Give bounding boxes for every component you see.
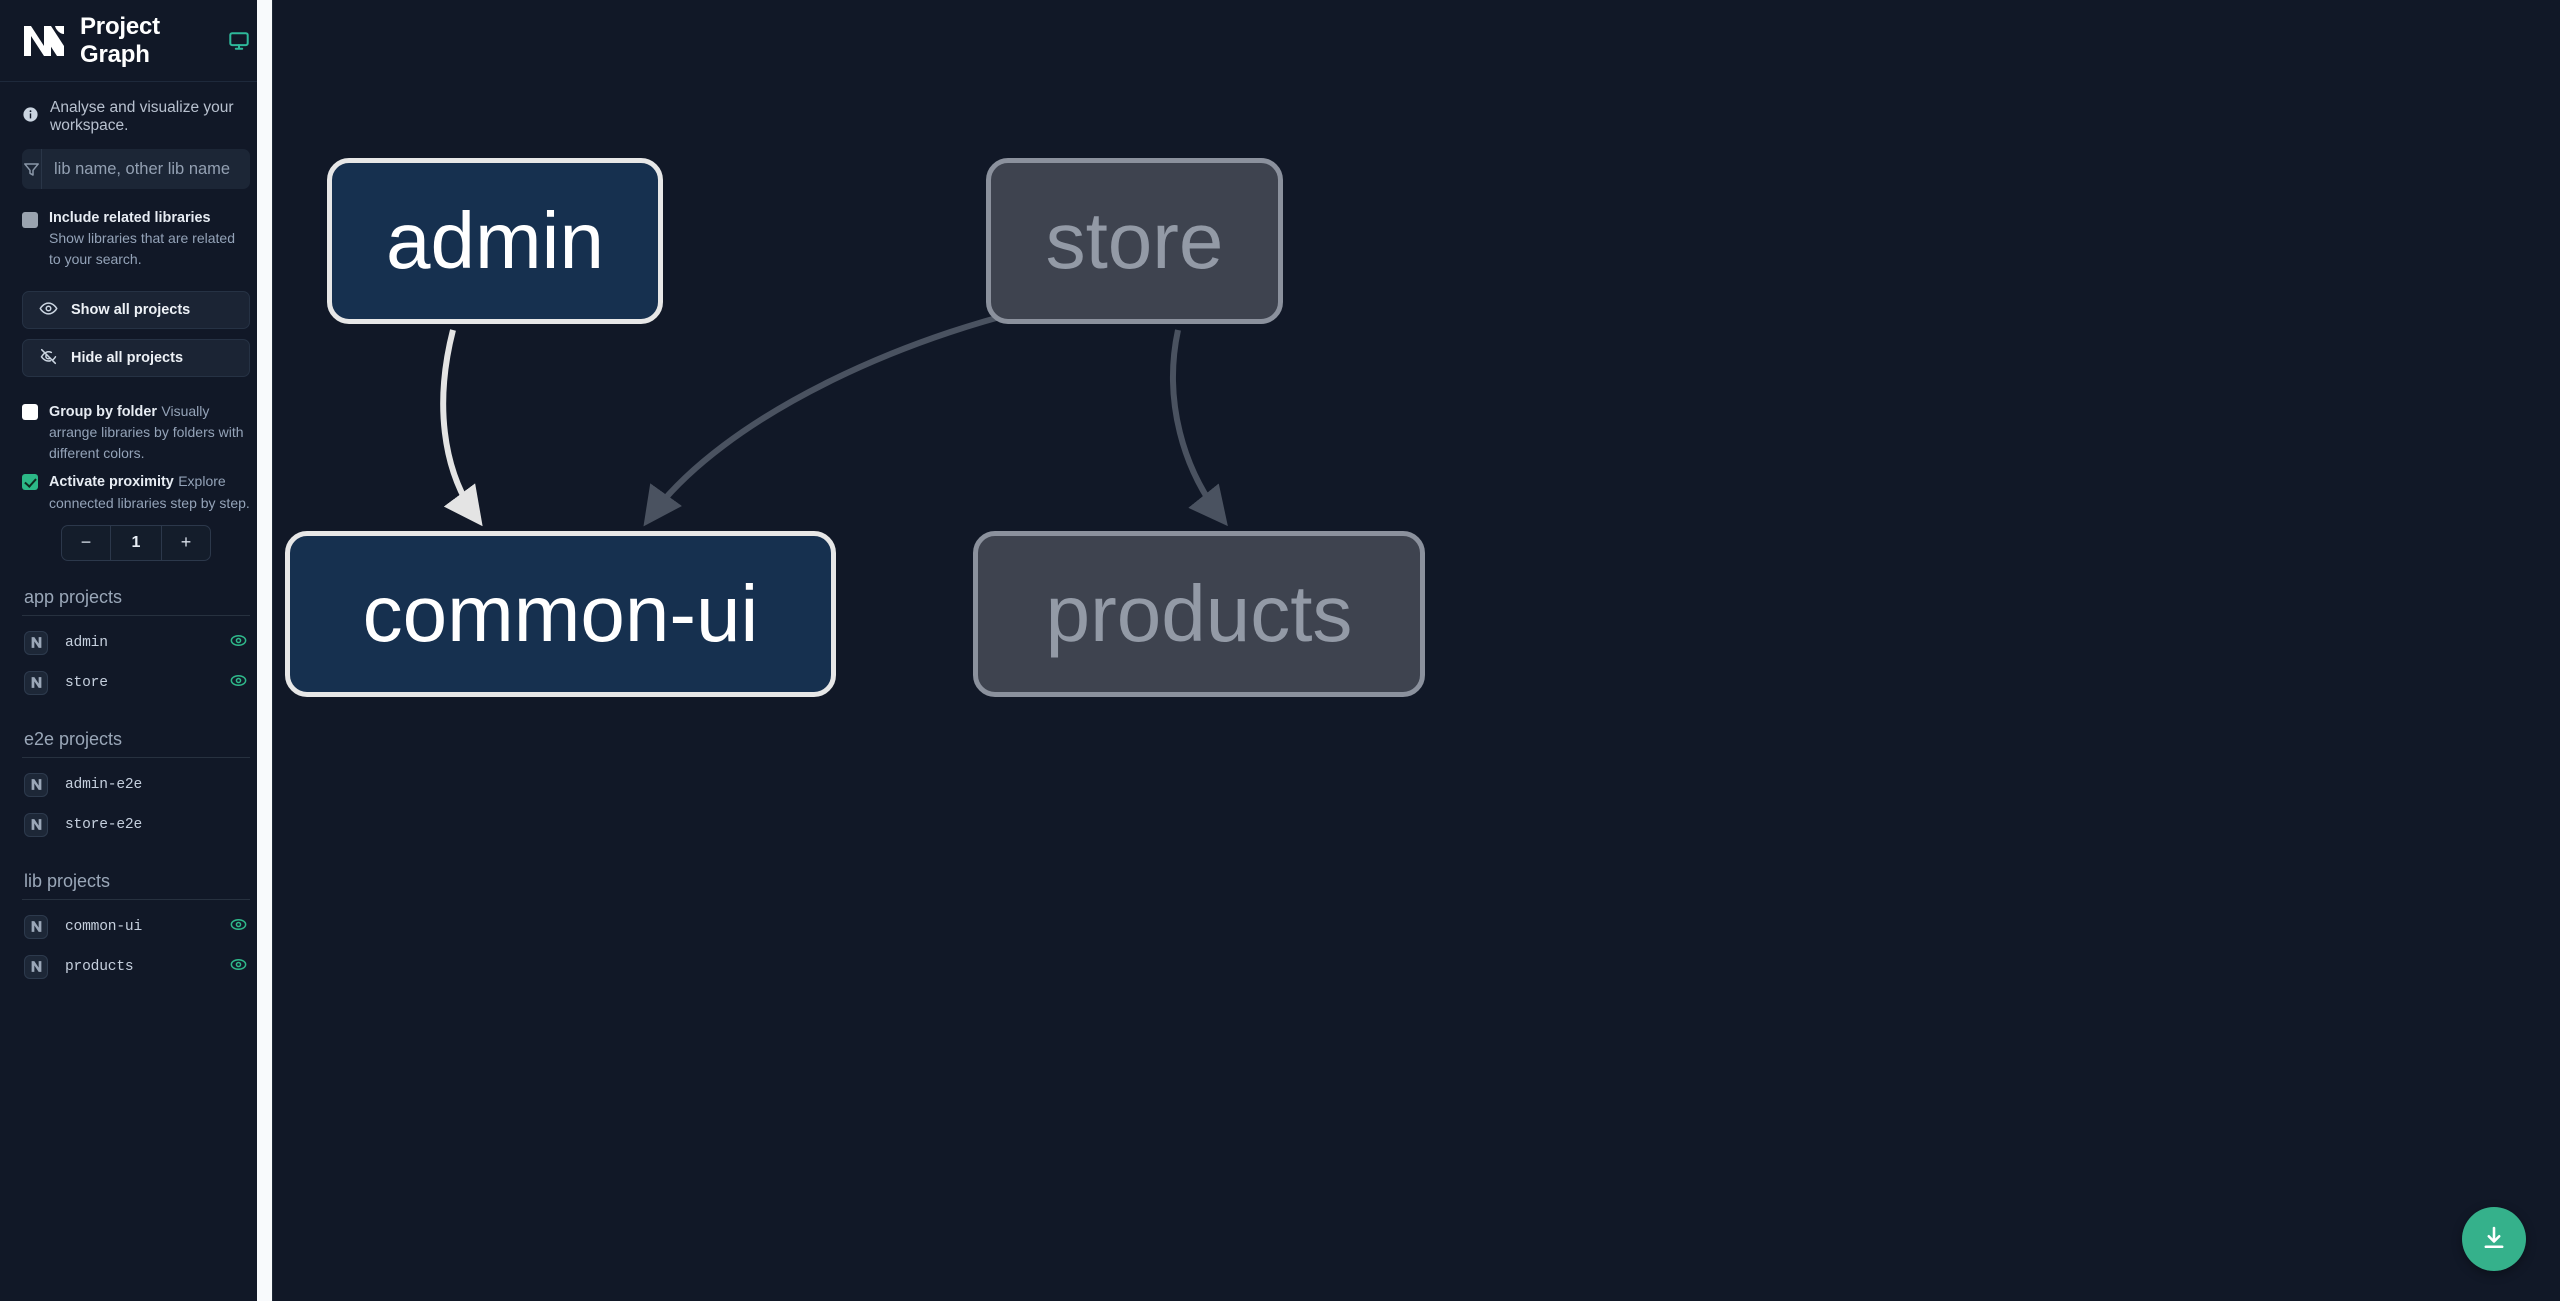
proximity-increment-button[interactable]: +	[162, 526, 210, 560]
search-filter-box	[22, 149, 250, 189]
eye-icon[interactable]	[229, 915, 248, 939]
project-group-app: app projects admin	[22, 587, 250, 703]
graph-node-label: common-ui	[362, 569, 759, 658]
graph-node-admin[interactable]: admin	[327, 158, 663, 324]
group-title: e2e projects	[24, 728, 123, 749]
activate-proximity-checkbox[interactable]	[22, 474, 38, 491]
project-row-store-e2e[interactable]: store-e2e	[22, 805, 250, 845]
project-row-products[interactable]: products	[22, 947, 250, 987]
graph-canvas[interactable]: admin store common-ui products	[273, 0, 2560, 1301]
divider	[22, 614, 250, 616]
option-label: Include related libraries	[49, 210, 211, 226]
page-title: Project Graph	[80, 12, 160, 68]
nx-project-icon	[24, 954, 48, 979]
project-row-store[interactable]: store	[22, 663, 250, 703]
option-activate-proximity[interactable]: Activate proximity Explore connected lib…	[22, 471, 250, 513]
edge-store-to-common-ui	[643, 297, 1074, 527]
divider	[22, 756, 250, 758]
eye-icon[interactable]	[229, 631, 248, 655]
proximity-value: 1	[110, 525, 162, 560]
nx-project-icon	[24, 630, 48, 655]
project-name: store-e2e	[65, 816, 143, 833]
option-description: Show libraries that are related to your …	[49, 230, 235, 267]
group-title: lib projects	[24, 870, 111, 891]
sidebar-body: Include related libraries Show libraries…	[0, 149, 272, 987]
hide-all-projects-button[interactable]: Hide all projects	[22, 339, 250, 378]
project-group-e2e: e2e projects admin-e2e	[22, 729, 250, 845]
project-name: admin-e2e	[65, 776, 143, 793]
search-input[interactable]	[42, 149, 250, 189]
project-name: store	[65, 674, 108, 691]
proximity-stepper: − 1 +	[22, 524, 250, 561]
nx-project-icon	[24, 670, 48, 695]
monitor-icon[interactable]	[228, 30, 250, 52]
edge-admin-to-common-ui	[440, 329, 483, 527]
sidebar-header: Project Graph	[0, 0, 272, 82]
project-row-admin[interactable]: admin	[22, 623, 250, 663]
show-all-projects-button[interactable]: Show all projects	[22, 291, 250, 330]
show-all-projects-label: Show all projects	[71, 302, 191, 319]
graph-node-common-ui[interactable]: common-ui	[285, 531, 836, 697]
include-related-libraries-checkbox[interactable]	[22, 212, 38, 228]
eye-icon[interactable]	[229, 671, 248, 695]
filter-funnel-icon	[22, 149, 42, 189]
nx-project-icon	[24, 812, 48, 837]
graph-node-label: store	[1045, 196, 1224, 285]
eye-icon[interactable]	[229, 955, 248, 979]
option-label: Activate proximity	[49, 474, 174, 491]
project-name: common-ui	[65, 918, 143, 935]
option-include-related-libraries[interactable]: Include related libraries Show libraries…	[22, 209, 250, 269]
download-graph-button[interactable]	[2462, 1207, 2526, 1271]
graph-node-store[interactable]: store	[986, 158, 1283, 324]
eye-off-icon	[39, 347, 58, 370]
hide-all-projects-label: Hide all projects	[71, 350, 184, 367]
project-row-admin-e2e[interactable]: admin-e2e	[22, 765, 250, 805]
graph-node-products[interactable]: products	[973, 531, 1425, 697]
option-group-by-folder[interactable]: Group by folder Visually arrange librari…	[22, 401, 250, 463]
graph-node-label: products	[1045, 569, 1353, 658]
option-label: Group by folder	[49, 404, 157, 421]
group-by-folder-checkbox[interactable]	[22, 404, 38, 421]
project-group-lib: lib projects common-ui	[22, 871, 250, 987]
eye-icon	[39, 299, 58, 322]
nx-logo-icon	[22, 22, 66, 60]
sidebar: Project Graph Analyse and visualize your…	[0, 0, 273, 1301]
info-icon	[22, 106, 39, 128]
download-icon	[2480, 1224, 2508, 1255]
project-row-common-ui[interactable]: common-ui	[22, 907, 250, 947]
sidebar-scrollbar[interactable]	[257, 0, 272, 1301]
subtitle-row: Analyse and visualize your workspace.	[0, 82, 272, 149]
group-title: app projects	[24, 586, 123, 607]
nx-project-icon	[24, 772, 48, 797]
proximity-decrement-button[interactable]: −	[62, 526, 110, 560]
edge-store-to-products	[1170, 329, 1228, 527]
nx-project-icon	[24, 914, 48, 939]
graph-node-label: admin	[386, 196, 604, 285]
divider	[22, 898, 250, 900]
option-description: Visually arrange libraries by folders wi…	[49, 403, 244, 461]
project-name: admin	[65, 634, 108, 651]
subtitle-text: Analyse and visualize your workspace.	[50, 99, 234, 134]
project-name: products	[65, 958, 134, 975]
option-description: Explore connected libraries step by step…	[49, 473, 250, 511]
